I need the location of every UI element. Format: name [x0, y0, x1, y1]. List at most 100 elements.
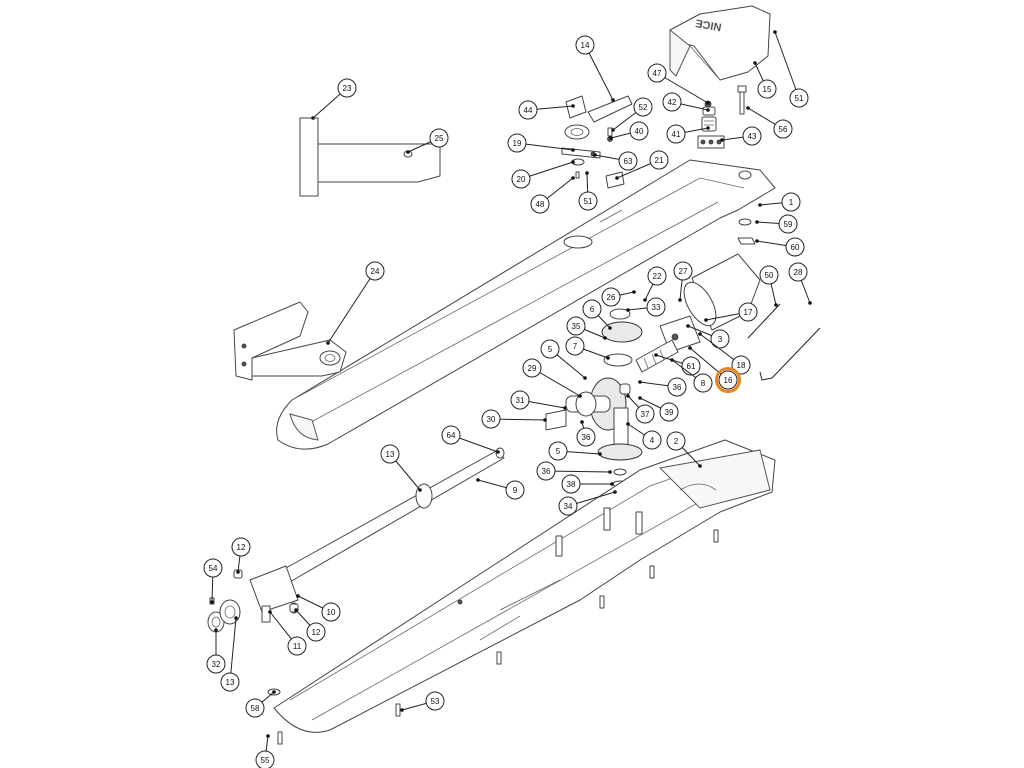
callout-36-c: 36 — [536, 461, 612, 481]
leader-dot — [609, 136, 613, 140]
callout-bubble — [759, 265, 779, 285]
callout-bubble — [718, 370, 738, 390]
callout-bubble — [566, 316, 586, 336]
callout-number: 23 — [343, 84, 352, 93]
callout-number: 13 — [226, 678, 235, 687]
callout-number: 40 — [635, 127, 644, 136]
callout-20: 20 — [511, 160, 575, 189]
callout-bubble — [738, 302, 758, 322]
callout-bubble — [785, 237, 805, 257]
lower-housing — [273, 439, 776, 733]
callout-12-bot: 12 — [294, 608, 326, 642]
callout-54: 54 — [203, 558, 223, 604]
motor-cover: NICE — [669, 5, 771, 81]
callout-50: 50 — [759, 265, 779, 307]
callout-bubble — [518, 100, 538, 120]
callout-15: 15 — [753, 61, 777, 99]
leader-dot — [632, 290, 636, 294]
callout-41: 41 — [666, 124, 710, 144]
callout-bubble — [337, 78, 357, 98]
callout-number: 35 — [572, 322, 581, 331]
callout-13-bot: 13 — [220, 616, 240, 692]
callout-59: 59 — [755, 214, 798, 234]
callout-number: 21 — [655, 156, 664, 165]
callout-number: 9 — [513, 486, 518, 495]
leader-dot — [698, 464, 702, 468]
callout-19: 19 — [507, 133, 575, 153]
leader-dot — [496, 450, 500, 454]
leader-dot — [704, 318, 708, 322]
callout-51-top: 51 — [773, 30, 809, 108]
leader-dot — [578, 394, 582, 398]
leader-line — [584, 44, 614, 101]
callout-number: 53 — [431, 697, 440, 706]
leader-dot — [606, 356, 610, 360]
callout-27: 27 — [673, 261, 693, 302]
callout-39: 39 — [638, 396, 679, 422]
leader-dot — [638, 396, 642, 400]
leader-line — [327, 270, 376, 344]
callout-bubble — [540, 339, 560, 359]
callout-number: 15 — [763, 85, 772, 94]
callout-bubble — [781, 192, 801, 212]
callout-bubble — [231, 537, 251, 557]
callout-number: 38 — [567, 480, 576, 489]
callout-bubble — [206, 654, 226, 674]
callout-bubble — [245, 698, 265, 718]
callout-34: 34 — [558, 490, 617, 516]
callout-9: 9 — [476, 478, 525, 500]
leader-dot — [268, 610, 272, 614]
cable-gland-parts — [701, 100, 717, 132]
callout-47: 47 — [647, 63, 710, 105]
leader-dot — [626, 394, 630, 398]
callout-number: 25 — [435, 134, 444, 143]
callout-number: 10 — [327, 608, 336, 617]
leader-dot — [326, 341, 330, 345]
leader-dot — [608, 326, 612, 330]
callout-11: 11 — [268, 610, 307, 656]
callout-bubble — [255, 750, 275, 768]
leader-dot — [654, 353, 658, 357]
callout-24: 24 — [326, 261, 385, 345]
leader-dot — [311, 116, 315, 120]
callout-bubble — [647, 63, 667, 83]
callout-bubble — [710, 329, 730, 349]
callout-number: 61 — [687, 362, 696, 371]
callout-number: 3 — [718, 335, 723, 344]
callout-22: 22 — [643, 266, 667, 302]
callout-number: 56 — [779, 125, 788, 134]
leader-dot — [563, 406, 567, 410]
callout-bubble — [530, 194, 550, 214]
callout-48: 48 — [530, 176, 575, 214]
callout-bubble — [561, 474, 581, 494]
callout-44: 44 — [518, 100, 575, 120]
callout-33: 33 — [626, 297, 666, 317]
callout-60: 60 — [755, 237, 805, 257]
callout-bubble — [306, 622, 326, 642]
callout-52: 52 — [611, 97, 653, 132]
callout-number: 7 — [573, 342, 578, 351]
leader-dot — [613, 490, 617, 494]
callout-12-top: 12 — [231, 537, 251, 574]
callout-number: 44 — [524, 106, 533, 115]
leader-dot — [272, 690, 276, 694]
leader-dot — [638, 380, 642, 384]
callout-bubble — [429, 128, 449, 148]
callout-number: 32 — [212, 660, 221, 669]
callout-bubble — [742, 126, 762, 146]
callout-number: 36 — [673, 383, 682, 392]
leader-dot — [610, 482, 614, 486]
callout-58: 58 — [245, 690, 276, 718]
callout-number: 43 — [748, 132, 757, 141]
callout-bubble — [203, 558, 223, 578]
callout-bubble — [575, 35, 595, 55]
front-bracket — [233, 301, 347, 381]
callout-number: 55 — [261, 756, 270, 765]
leader-dot — [571, 176, 575, 180]
callout-bubble — [365, 261, 385, 281]
gear-train — [545, 308, 679, 488]
callout-bubble — [635, 404, 655, 424]
callout-4: 4 — [626, 422, 662, 450]
callout-10: 10 — [296, 594, 341, 622]
